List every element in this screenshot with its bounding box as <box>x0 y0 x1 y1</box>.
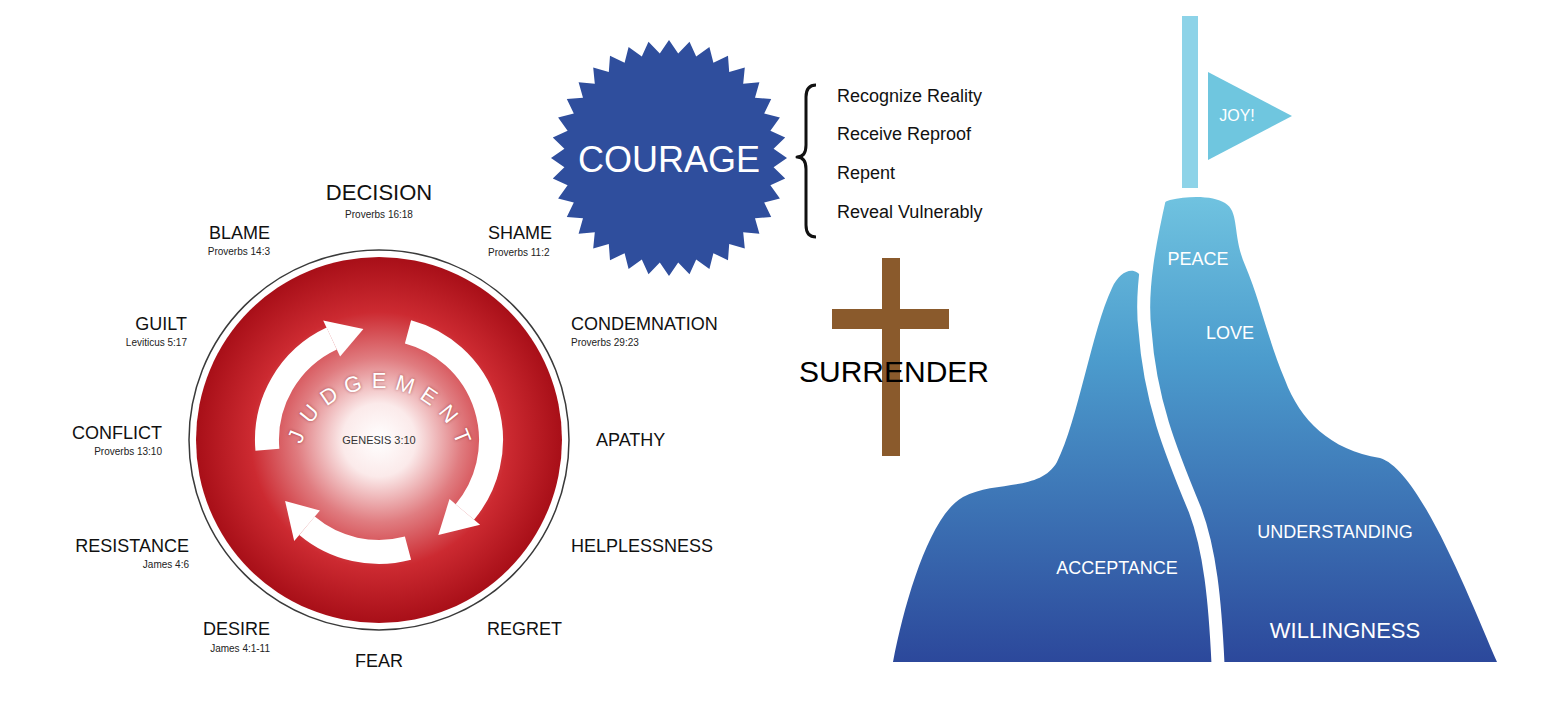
cycle-arrow <box>307 526 408 552</box>
stage-label: FEAR <box>355 652 403 672</box>
mountain: PEACE LOVE UNDERSTANDING ACCEPTANCE WILLINGN… <box>885 190 1505 670</box>
arc-letter: M <box>393 372 417 398</box>
cycle-arrowhead <box>323 320 363 356</box>
surrender-cross: SURRENDER <box>798 258 990 456</box>
stage-label: SHAME <box>488 224 552 244</box>
mountain-shape <box>893 197 1497 662</box>
arc-letter: G <box>342 372 365 398</box>
stage-label: RESISTANCE <box>75 537 189 557</box>
joy-flag-outline <box>1180 14 1296 189</box>
stage-label: DECISION <box>326 181 432 205</box>
judgement-circle: JUDGEMENTGENESIS 3:10 <box>184 245 574 635</box>
arc-letter: T <box>449 426 474 447</box>
courage-step: Repent <box>837 164 895 184</box>
verse-reference: Proverbs 29:23 <box>571 337 639 348</box>
outer-ring <box>189 250 569 630</box>
curly-brace <box>797 85 816 237</box>
stage-label: REGRET <box>487 620 562 640</box>
courage-step: Recognize Reality <box>837 87 982 107</box>
stage-label: DESIRE <box>203 620 270 640</box>
stage-label: BLAME <box>209 224 270 244</box>
joy-flag: JOY! <box>1180 14 1296 189</box>
flag-pole <box>1182 16 1198 188</box>
cross-beam <box>832 309 949 329</box>
arc-letter: E <box>417 383 441 409</box>
cycle-arrowhead <box>285 501 320 541</box>
arc-letter: N <box>435 401 462 427</box>
arc-letter: D <box>316 383 341 410</box>
verse-reference: Proverbs 16:18 <box>345 209 413 220</box>
stage-word: PEACE <box>1167 250 1228 270</box>
starburst <box>551 40 787 276</box>
arc-letter: U <box>296 401 323 427</box>
courage-starburst: COURAGE <box>551 40 787 276</box>
stage-word: WILLINGNESS <box>1270 619 1420 643</box>
pennant <box>1208 72 1292 160</box>
stage-label: CONFLICT <box>72 424 162 444</box>
arc-letter: E <box>372 370 387 392</box>
arc-letter: J <box>284 427 309 445</box>
courage-title: COURAGE <box>578 140 760 180</box>
stage-label: APATHY <box>596 431 665 451</box>
courage-step: Reveal Vulnerably <box>837 203 982 223</box>
stage-label: GUILT <box>135 315 187 335</box>
verse-reference: James 4:1-11 <box>210 643 270 654</box>
verse-reference: GENESIS 3:10 <box>342 434 415 446</box>
surrender-title: SURRENDER <box>799 355 989 388</box>
verse-reference: Proverbs 14:3 <box>208 246 270 257</box>
red-disc <box>196 257 562 623</box>
stage-label: CONDEMNATION <box>571 315 718 335</box>
verse-reference: Leviticus 5:17 <box>126 337 187 348</box>
verse-reference: Proverbs 13:10 <box>94 446 162 457</box>
cycle-title: JUDGEMENT <box>269 360 489 490</box>
stage-word: UNDERSTANDING <box>1257 523 1413 543</box>
verse-reference: Proverbs 11:2 <box>488 247 550 258</box>
cycle-arrowhead <box>438 499 480 535</box>
courage-step: Receive Reproof <box>837 125 971 145</box>
verse-reference: James 4:6 <box>143 559 189 570</box>
cycle-arrow <box>408 332 491 512</box>
stage-word: ACCEPTANCE <box>1056 559 1178 579</box>
stage-label: HELPLESSNESS <box>571 537 713 557</box>
stage-word: LOVE <box>1206 324 1254 344</box>
flag-text: JOY! <box>1219 107 1255 125</box>
